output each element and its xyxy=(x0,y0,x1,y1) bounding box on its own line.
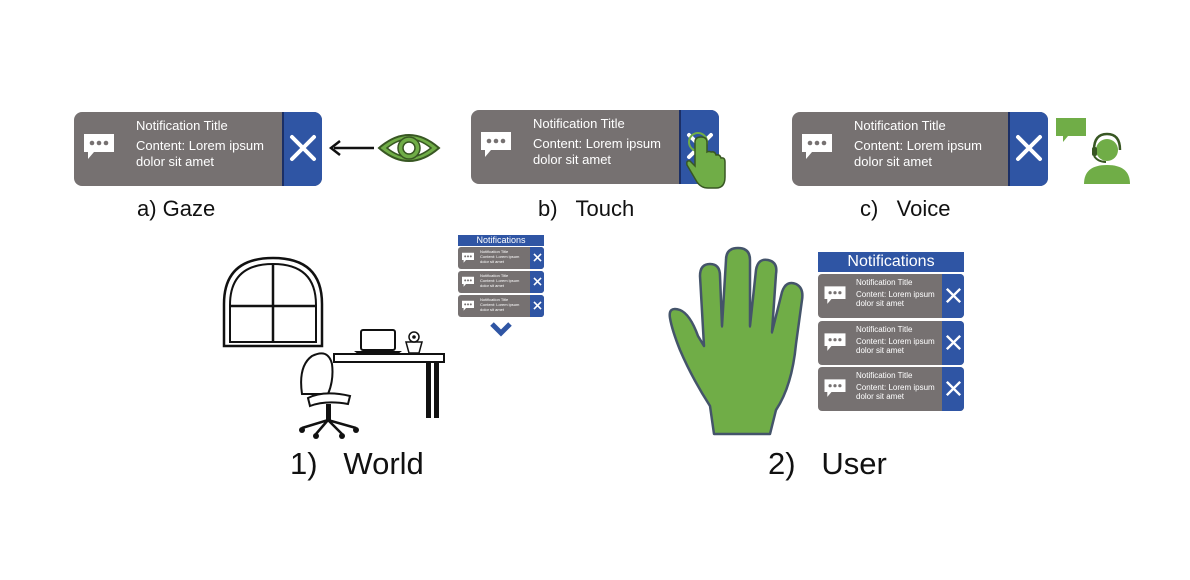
world-list-item: Notification Title Content: Lorem ipsum … xyxy=(458,247,544,269)
close-icon xyxy=(533,301,542,310)
close-button[interactable] xyxy=(530,295,544,317)
message-icon xyxy=(802,134,832,159)
close-icon xyxy=(290,135,316,161)
close-button[interactable] xyxy=(530,247,544,269)
close-button[interactable] xyxy=(942,321,964,365)
close-button[interactable] xyxy=(1008,112,1048,186)
user-list-item: Notification Title Content: Lorem ipsum … xyxy=(818,367,964,411)
notification-content: Content: Lorem ipsum dolor sit amet xyxy=(480,254,520,264)
notification-title: Notification Title xyxy=(136,118,228,133)
message-icon xyxy=(462,300,474,311)
notification-content: Content: Lorem ipsum dolor sit amet xyxy=(480,302,520,312)
notification-title: Notification Title xyxy=(533,116,625,131)
notification-title: Notification Title xyxy=(856,371,913,380)
user-panel-header: Notifications xyxy=(818,252,964,272)
close-button[interactable] xyxy=(282,112,322,186)
world-list-item: Notification Title Content: Lorem ipsum … xyxy=(458,295,544,317)
message-icon xyxy=(824,333,846,351)
desk-chair-illustration xyxy=(299,329,445,439)
close-icon xyxy=(945,380,962,397)
world-caption: 1) World xyxy=(290,446,424,481)
close-button[interactable] xyxy=(530,271,544,293)
message-icon xyxy=(824,286,846,304)
voice-notification-card: Notification Title Content: Lorem ipsum … xyxy=(792,112,1048,186)
voice-caption: c) Voice xyxy=(860,196,951,221)
close-icon xyxy=(533,277,542,286)
notification-content: Content: Lorem ipsum dolor sit amet xyxy=(856,337,935,355)
hand-illustration xyxy=(668,246,804,436)
message-icon xyxy=(481,132,511,157)
touch-caption: b) Touch xyxy=(538,196,635,221)
message-icon xyxy=(824,379,846,397)
notification-content: Content: Lorem ipsum dolor sit amet xyxy=(533,136,661,167)
notification-title: Notification Title xyxy=(480,273,509,278)
gaze-caption: a) Gaze xyxy=(137,196,216,221)
close-icon xyxy=(945,287,962,304)
notification-title: Notification Title xyxy=(854,118,946,133)
message-icon xyxy=(462,252,474,263)
notification-title: Notification Title xyxy=(856,278,913,287)
message-icon xyxy=(84,134,114,159)
voice-headset-icon xyxy=(1056,118,1130,184)
chevron-down-icon[interactable] xyxy=(490,321,512,337)
world-list-item: Notification Title Content: Lorem ipsum … xyxy=(458,271,544,293)
notification-content: Content: Lorem ipsum dolor sit amet xyxy=(480,278,520,288)
message-icon xyxy=(462,276,474,287)
gaze-arrow xyxy=(328,140,374,156)
notification-title: Notification Title xyxy=(480,297,509,302)
notification-title: Notification Title xyxy=(480,249,509,254)
eye-icon xyxy=(377,134,441,162)
window-illustration xyxy=(222,256,324,348)
notification-content: Content: Lorem ipsum dolor sit amet xyxy=(856,290,935,308)
notification-content: Content: Lorem ipsum dolor sit amet xyxy=(854,138,982,169)
close-icon xyxy=(533,253,542,262)
gaze-notification-card: Notification Title Content: Lorem ipsum … xyxy=(74,112,322,186)
notification-title: Notification Title xyxy=(856,325,913,334)
notification-content: Content: Lorem ipsum dolor sit amet xyxy=(136,138,264,169)
notification-content: Content: Lorem ipsum dolor sit amet xyxy=(856,383,935,401)
touch-notification-card: Notification Title Content: Lorem ipsum … xyxy=(471,110,719,184)
user-caption: 2) User xyxy=(768,446,887,481)
close-button[interactable] xyxy=(942,274,964,318)
user-list-item: Notification Title Content: Lorem ipsum … xyxy=(818,321,964,365)
pointing-hand-icon xyxy=(686,132,726,189)
user-list-item: Notification Title Content: Lorem ipsum … xyxy=(818,274,964,318)
world-panel-header: Notifications xyxy=(458,235,544,246)
close-icon xyxy=(1016,135,1042,161)
close-button[interactable] xyxy=(942,367,964,411)
close-icon xyxy=(945,334,962,351)
